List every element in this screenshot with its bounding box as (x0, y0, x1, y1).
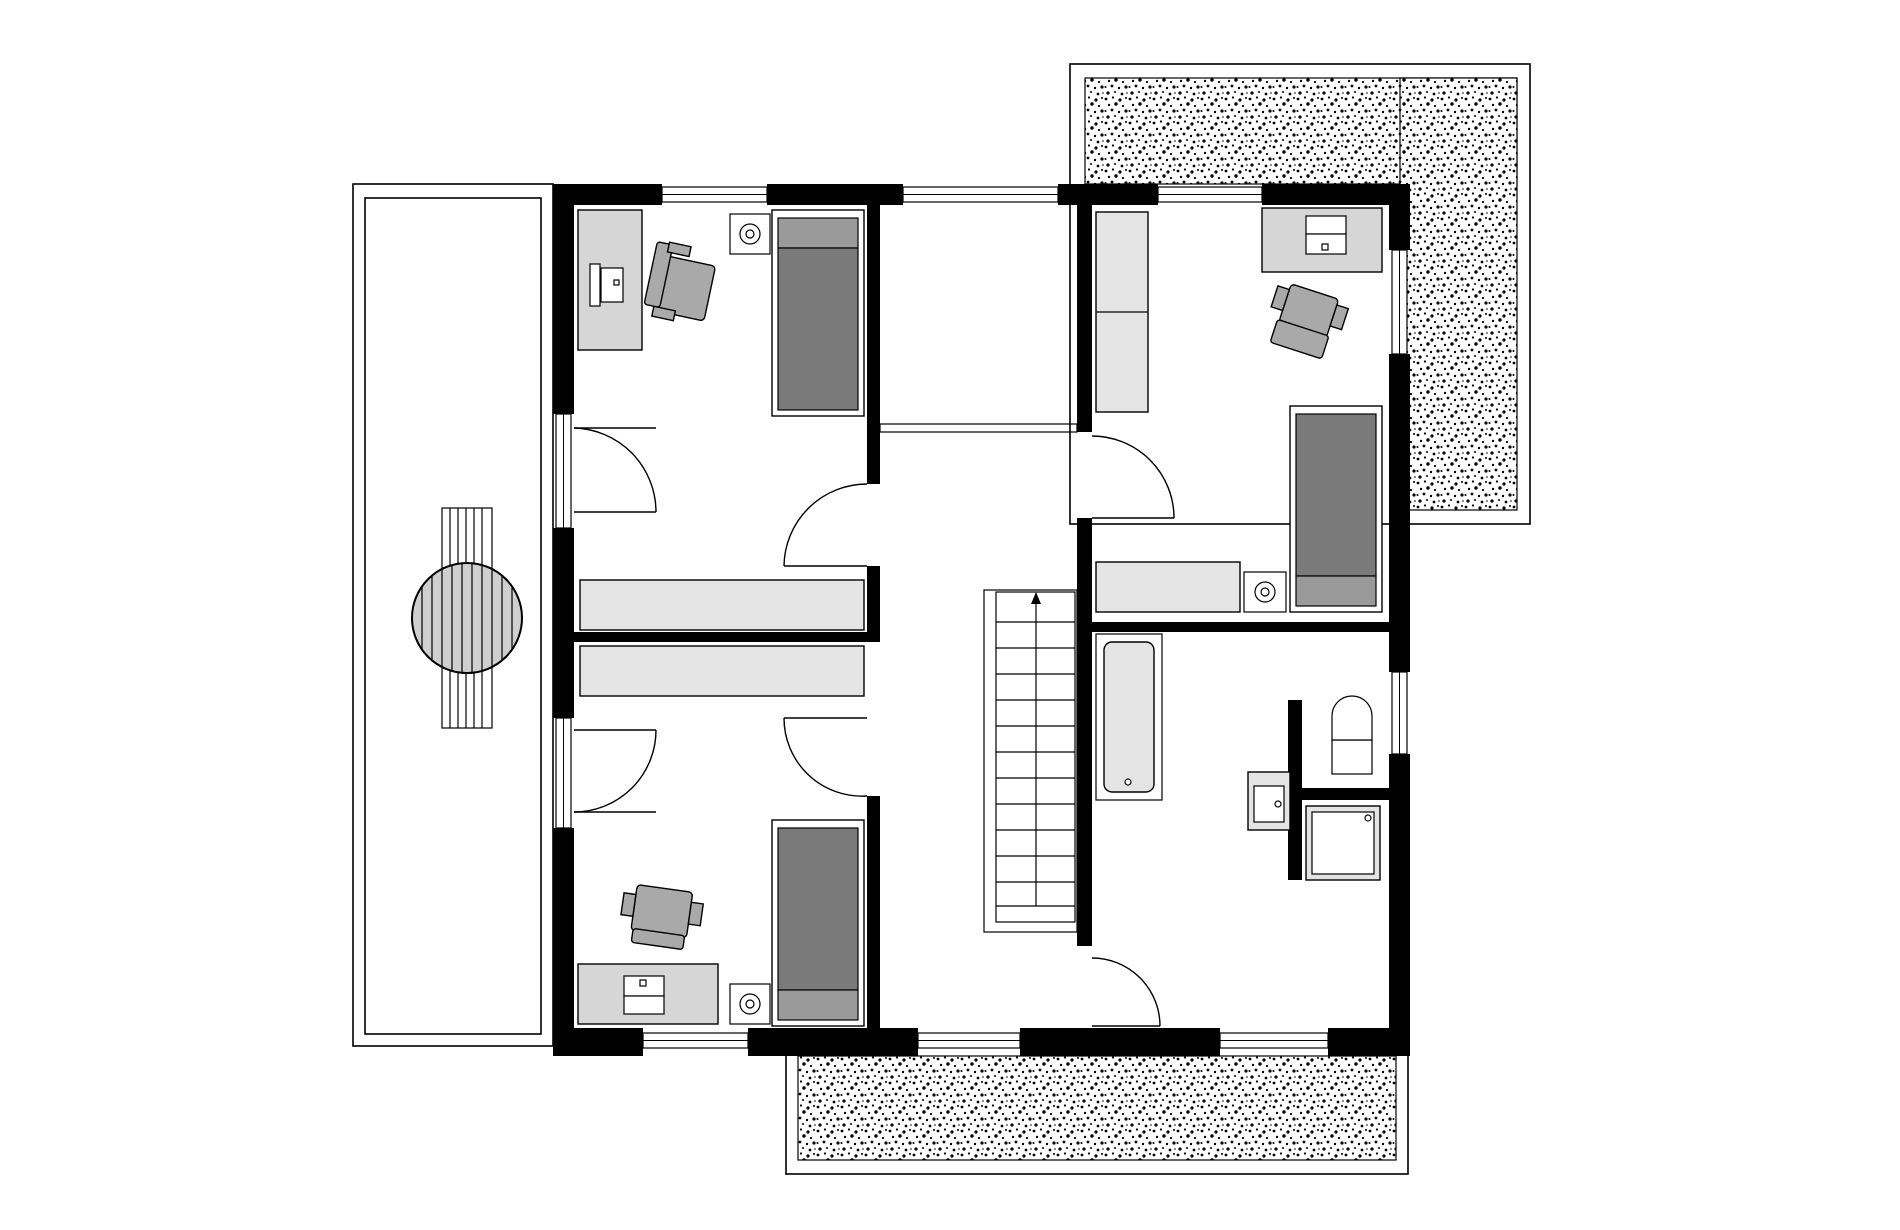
sideboard (1095, 561, 1241, 613)
bedroom-bottom-left (577, 819, 865, 1027)
bed (771, 819, 865, 1027)
gravel-roof-top-right (1069, 63, 1531, 525)
balcony-chair-bottom-slats (449, 668, 483, 728)
bathroom (1095, 633, 1381, 881)
laptop-icon (623, 975, 665, 1015)
bedroom-right (1095, 207, 1383, 613)
nightstand (729, 983, 771, 1025)
balcony-furniture (411, 507, 523, 729)
toilet (1331, 695, 1373, 775)
bedroom-top-left (577, 209, 865, 417)
bed (1289, 405, 1383, 613)
balcony-chair-top-slats (449, 508, 483, 568)
hallway-wardrobes (579, 579, 865, 697)
round-table (411, 562, 523, 674)
shower (1305, 805, 1381, 881)
interior-walls (574, 184, 1389, 1030)
gravel-roof-bottom (785, 1035, 1409, 1175)
nightstand (729, 213, 771, 255)
bathtub (1095, 633, 1163, 801)
laptop-icon (1305, 215, 1347, 255)
laptop-icon (589, 263, 624, 307)
doors (573, 427, 1175, 1027)
washbasin (1247, 771, 1291, 831)
staircase (983, 589, 1078, 933)
stair-direction-arrow-icon (1031, 592, 1041, 604)
windows (555, 186, 1408, 1049)
nightstand (1243, 571, 1287, 613)
office-chair (1270, 284, 1350, 359)
bed (771, 209, 865, 417)
office-chair (643, 241, 716, 322)
exterior-walls (553, 184, 1410, 1056)
office-chair (620, 884, 705, 950)
